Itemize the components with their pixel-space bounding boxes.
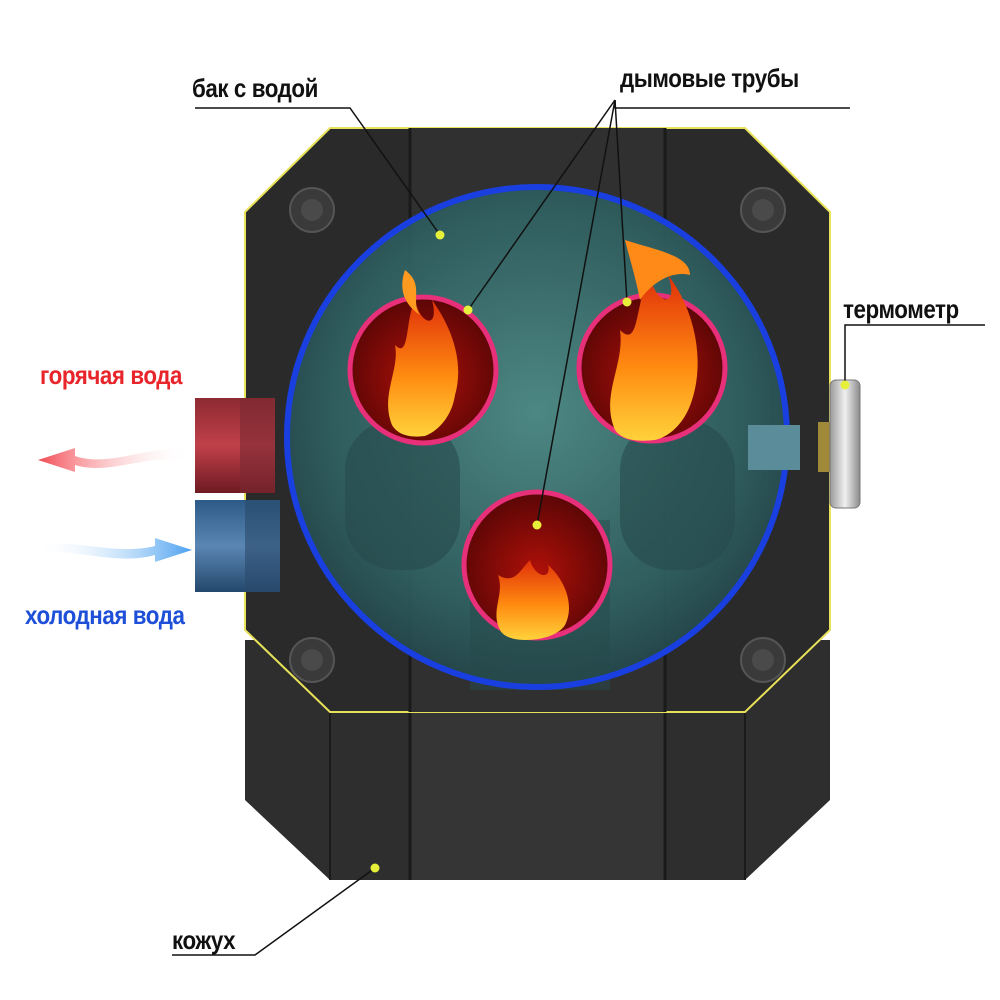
label-casing: кожух	[172, 925, 236, 955]
label-smoke-pipes: дымовые трубы	[620, 63, 799, 93]
bolt-bottom-right	[740, 637, 786, 683]
flame-icon	[610, 275, 698, 441]
leader-casing	[172, 867, 376, 956]
smoke-pipe-right	[576, 240, 728, 444]
leader-tank	[195, 107, 441, 236]
leader-pipe-bottom	[536, 99, 616, 526]
marker-pipe-left	[463, 305, 473, 315]
flame-icon	[496, 560, 569, 640]
marker-pipe-right	[622, 297, 632, 307]
marker-casing	[370, 863, 380, 873]
bolt-bottom-left	[289, 637, 335, 683]
label-thermometer: термометр	[843, 294, 959, 324]
leader-pipe-right	[614, 99, 628, 303]
flame-icon	[388, 300, 459, 437]
hot-water-arrow	[38, 448, 190, 472]
thermometer	[748, 379, 861, 509]
smoke-pipe-left	[347, 270, 499, 446]
label-cold-water: холодная вода	[25, 600, 185, 630]
smoke-pipe-bottom	[461, 489, 613, 641]
marker-tank	[435, 230, 445, 240]
hot-water-pipe	[195, 398, 275, 493]
cold-water-pipe	[195, 500, 280, 592]
marker-dots	[370, 230, 850, 873]
bolt-top-right	[740, 187, 786, 233]
bolt-top-left	[289, 187, 335, 233]
leader-thermometer	[844, 324, 985, 385]
marker-thermometer	[840, 380, 850, 390]
cold-water-arrow	[35, 538, 192, 562]
leader-lines	[172, 99, 985, 956]
leader-pipe-left	[467, 99, 616, 311]
label-tank: бак с водой	[192, 73, 318, 103]
marker-pipe-bottom	[532, 520, 542, 530]
label-hot-water: горячая вода	[40, 360, 183, 390]
leader-pipes	[614, 100, 850, 109]
